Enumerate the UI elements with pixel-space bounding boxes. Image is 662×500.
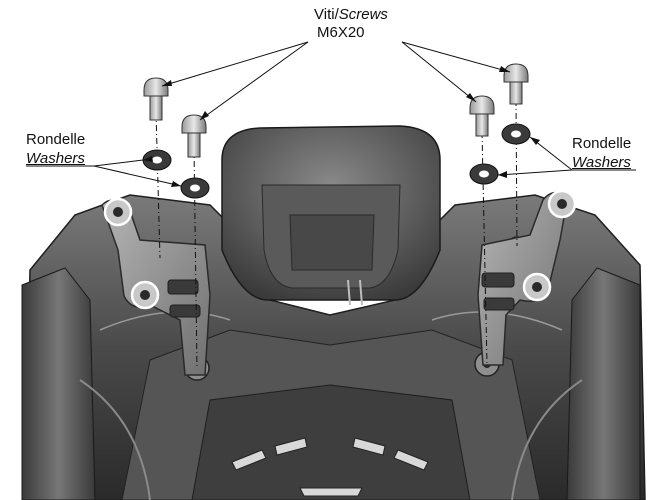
washer-left-upper — [142, 149, 172, 171]
right-bracket — [477, 189, 577, 366]
washer-right-upper — [501, 123, 531, 145]
screws-label-english: Screws — [338, 6, 388, 23]
washers-right-label-english: Washers — [572, 154, 631, 171]
screws-label-italian: Viti/ — [314, 6, 339, 23]
leader-arrowheads — [143, 66, 540, 187]
vent-slots — [231, 437, 429, 497]
washer-left-lower — [180, 177, 210, 199]
washers-left-label-english: Washers — [26, 150, 85, 167]
screws-size-label: M6X20 — [317, 24, 365, 41]
leader-lines — [26, 41, 636, 187]
screw-left-front — [181, 114, 207, 158]
screw-right-front — [469, 95, 495, 137]
screw-left-rear — [143, 77, 169, 121]
screw-right-rear — [503, 63, 529, 105]
left-bracket — [101, 197, 211, 376]
centre-hood — [221, 125, 441, 306]
screws-label: Viti/Screws — [314, 6, 388, 23]
washer-right-lower — [469, 163, 499, 185]
assembly-axes — [155, 99, 518, 369]
washers-left-label-italian: Rondelle — [26, 131, 86, 148]
washers-right-label-italian: Rondelle — [572, 135, 632, 152]
